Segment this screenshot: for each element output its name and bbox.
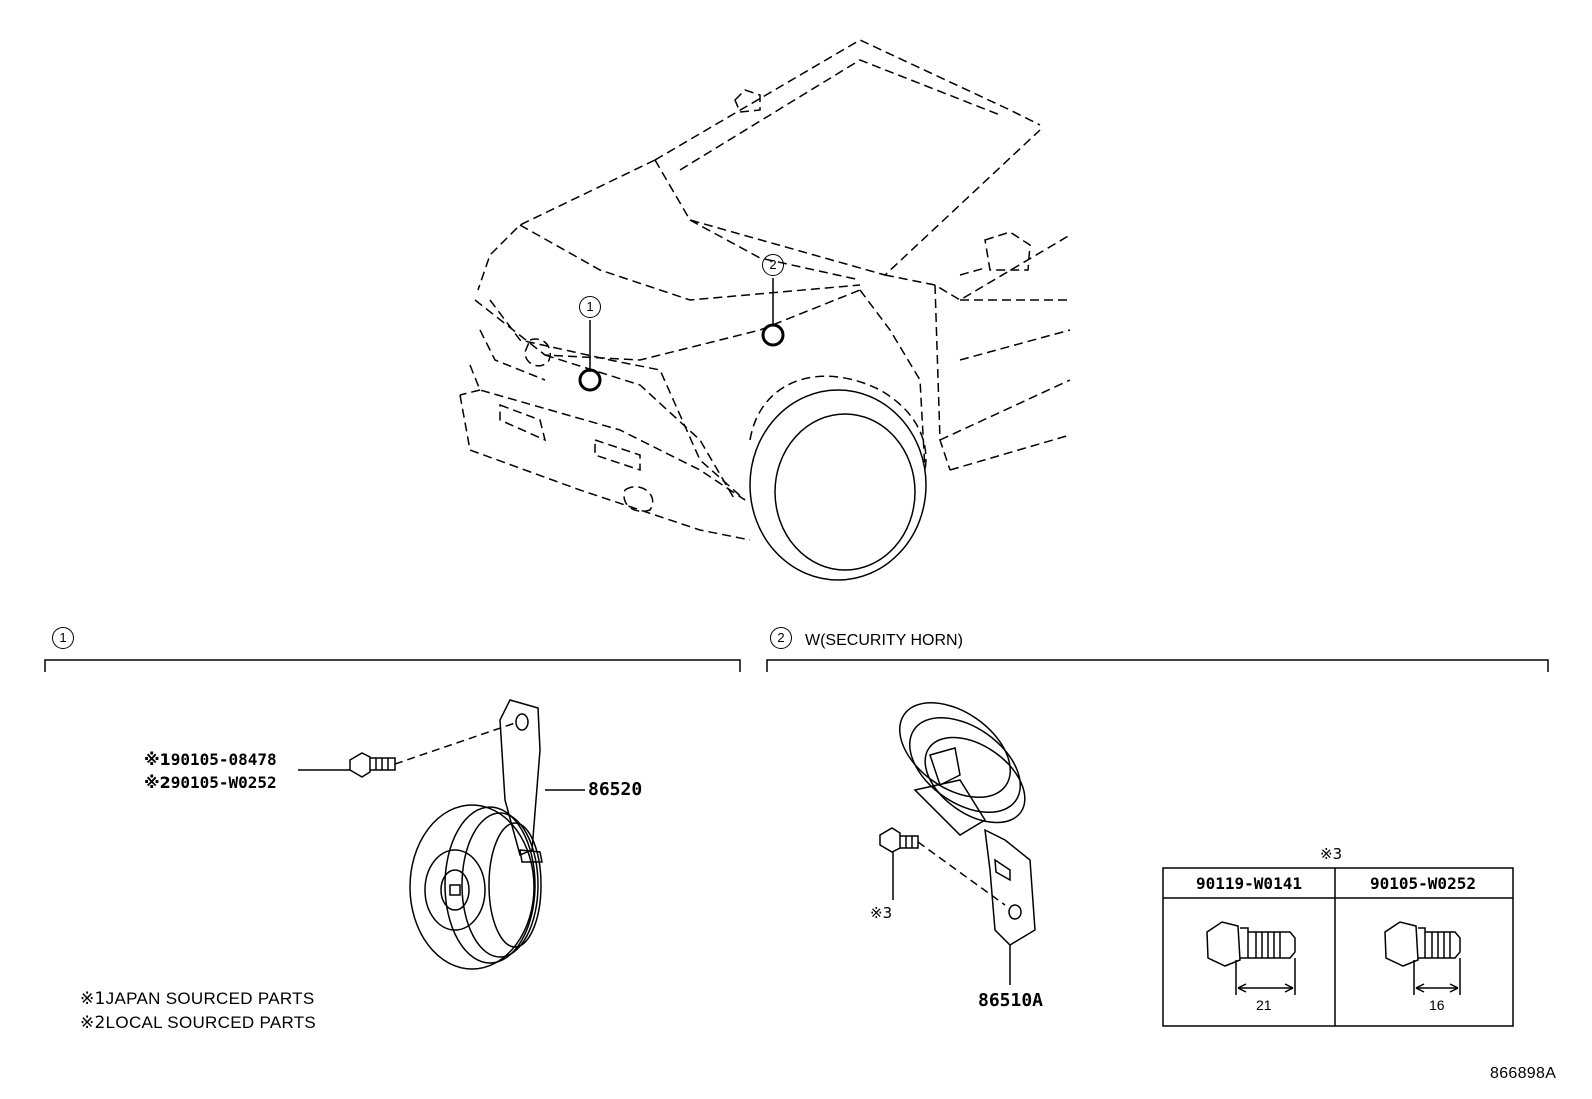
bolt-90105-08478-drawing bbox=[298, 721, 519, 778]
horn-86510A-drawing bbox=[898, 701, 1036, 985]
part-86510A-label: 86510A bbox=[978, 990, 1044, 1011]
bolt-2-part-number: 90105-W0252 bbox=[170, 773, 277, 792]
section-1-bracket bbox=[44, 659, 741, 672]
table-bolt-1-drawing bbox=[1206, 921, 1296, 995]
section-2-number: 2 bbox=[770, 627, 792, 649]
note-1-text: JAPAN SOURCED PARTS bbox=[105, 989, 315, 1008]
note-2-text: LOCAL SOURCED PARTS bbox=[105, 1013, 317, 1032]
note-1: ※1JAPAN SOURCED PARTS bbox=[80, 990, 314, 1008]
note-1-mark: ※1 bbox=[80, 989, 106, 1009]
callout-1: 1 bbox=[579, 296, 601, 318]
callout-1-marker bbox=[578, 368, 602, 392]
wheel bbox=[749, 389, 927, 581]
note-2: ※2LOCAL SOURCED PARTS bbox=[80, 1014, 316, 1032]
bolt-table-frame bbox=[1162, 867, 1514, 1027]
table-col-2-part-number: 90105-W0252 bbox=[1370, 874, 1476, 893]
table-col-2-length: 16 bbox=[1429, 997, 1445, 1013]
note-2-mark: ※2 bbox=[80, 1013, 106, 1033]
diagram-id: 866898A bbox=[1490, 1065, 1557, 1082]
section-2-bracket bbox=[766, 659, 1549, 672]
section-1-number: 1 bbox=[52, 627, 74, 649]
bolt-2-label: ※290105-W0252 bbox=[144, 775, 277, 791]
horn-86520-drawing bbox=[409, 699, 585, 970]
part-86520-label: 86520 bbox=[588, 779, 643, 800]
table-col-1-part-number: 90119-W0141 bbox=[1196, 874, 1302, 893]
bolt-ref-3-label: ※3 bbox=[870, 904, 893, 922]
callout-2: 2 bbox=[762, 254, 784, 276]
callout-2-marker bbox=[761, 323, 785, 347]
bolt-1-part-number: 90105-08478 bbox=[170, 750, 277, 769]
table-bolt-2-drawing bbox=[1384, 921, 1461, 995]
bolt-table-heading: ※3 bbox=[1320, 845, 1343, 863]
bolt-1-mark: ※1 bbox=[144, 750, 171, 769]
bolt-2-mark: ※2 bbox=[144, 773, 171, 792]
table-col-1-length: 21 bbox=[1256, 997, 1272, 1013]
vehicle-illustration bbox=[459, 39, 1071, 541]
bolt-ref-3-drawing bbox=[879, 827, 1006, 906]
bolt-1-label: ※190105-08478 bbox=[144, 752, 277, 768]
section-2-title: W(SECURITY HORN) bbox=[805, 632, 963, 649]
